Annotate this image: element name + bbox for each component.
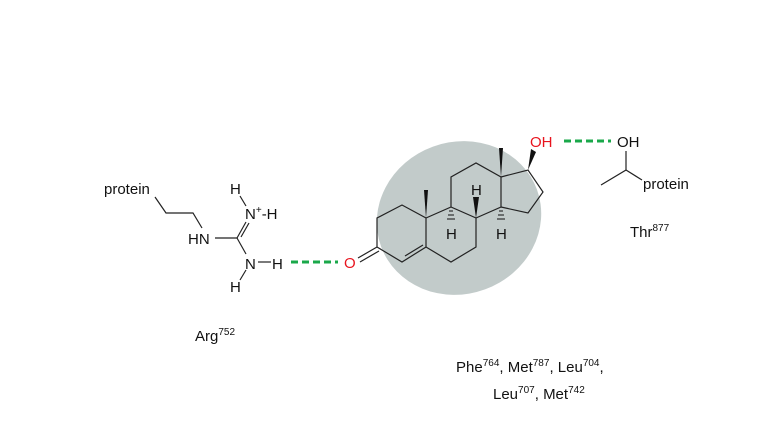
arg-n-plus: N+-H: [245, 205, 278, 223]
hydroxyl-oxygen: OH: [530, 134, 553, 151]
h14: H: [496, 226, 507, 243]
steroid-molecule: O OH H H H: [344, 134, 553, 272]
pocket-residues-line1: Phe764, Met787, Leu704,: [456, 358, 604, 376]
arg-hn: HN: [188, 231, 210, 248]
arg-h-bottom: H: [230, 279, 241, 296]
arg-nh-h: H: [272, 256, 283, 273]
thr-label: Thr877: [630, 223, 670, 241]
ketone-oxygen: O: [344, 255, 356, 272]
pocket-residues-line2: Leu707, Met742: [493, 385, 585, 403]
hydrophobic-pocket: [376, 141, 542, 295]
threonine-residue: OH protein Thr877: [600, 134, 689, 241]
thr-oh: OH: [617, 134, 640, 151]
arg-h-top: H: [230, 181, 241, 198]
h9: H: [446, 226, 457, 243]
arg-label: Arg752: [195, 327, 235, 345]
arg-protein-label: protein: [104, 181, 150, 198]
arg-n: N: [245, 256, 256, 273]
arginine-residue: protein HN N+-H H N H H Arg752: [104, 181, 283, 345]
thr-protein-label: protein: [643, 176, 689, 193]
arg-chain-bonds: [154, 196, 203, 229]
h8: H: [471, 182, 482, 199]
